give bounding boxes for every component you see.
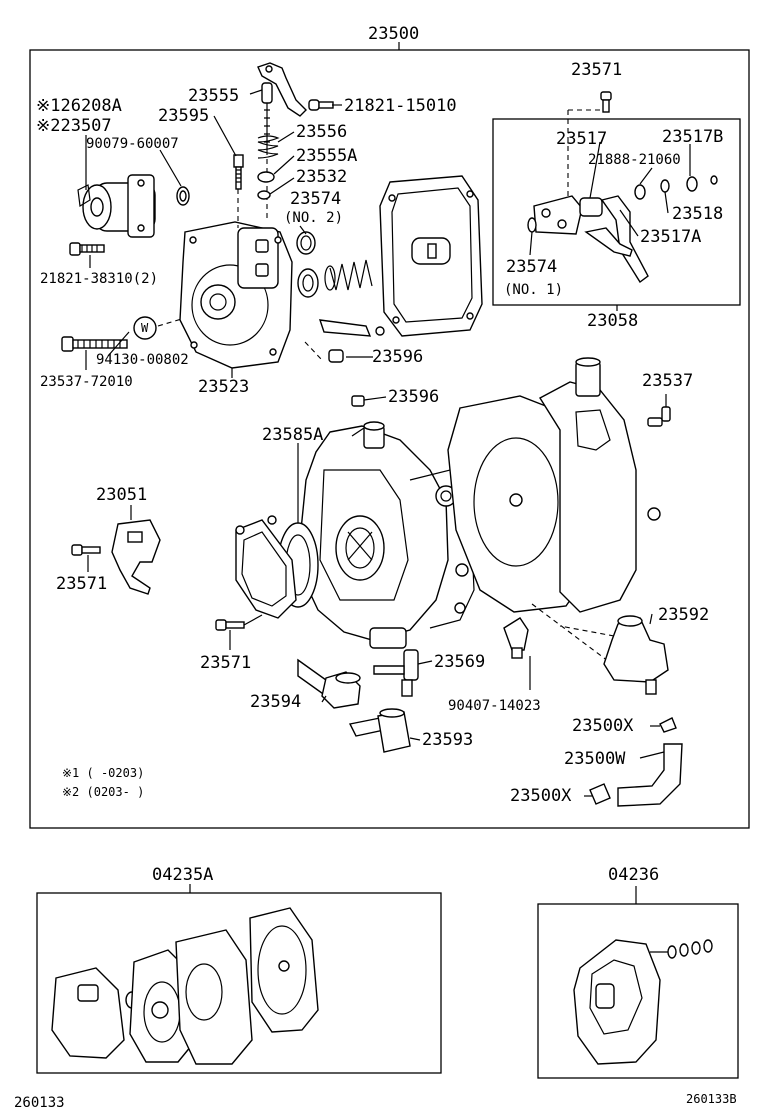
label-23555A: 23555A [296, 146, 357, 166]
fitting-23592 [603, 613, 669, 695]
diaphragm-cover-top [379, 175, 483, 337]
side-cover [235, 515, 297, 619]
o-ring-23532 [257, 190, 271, 200]
o-ring-90079 [159, 149, 190, 206]
label-23556: 23556 [296, 122, 347, 142]
rear-diaphragm [447, 395, 585, 613]
label-23517A: 23517A [640, 227, 701, 247]
label-26208A: ※126208A [36, 96, 122, 116]
spring-23556 [257, 135, 280, 159]
label-23585A: 23585A [262, 425, 323, 445]
bolt-23537-72010 [61, 336, 128, 370]
label-23537-72010: 23537-72010 [40, 374, 133, 390]
clip-23500X-a [659, 717, 677, 733]
label-23574-sub: 23574 [506, 257, 557, 277]
label-23571-top: 23571 [571, 60, 622, 80]
ref-code-left: 260133 [14, 1095, 65, 1111]
label-23517B: 23517B [662, 127, 723, 147]
bolt-23571-low [215, 614, 263, 650]
ref-code-right: 260133B [686, 1092, 737, 1106]
lever-bracket [257, 62, 307, 117]
label-21888-21060: 21888-21060 [588, 152, 681, 168]
plug-23596-b [351, 395, 365, 407]
label-23574-no2: (NO. 2) [284, 210, 343, 226]
note-2: ※2 (0203- ) [62, 785, 144, 799]
screw-23555 [261, 82, 273, 220]
label-21821-38310: 21821-38310(2) [40, 271, 158, 287]
label-23593: 23593 [422, 730, 473, 750]
label-23523: 23523 [198, 377, 249, 397]
label-23571-mid: 23571 [56, 574, 107, 594]
washer-w-label: W [141, 321, 149, 335]
sub-lever-assembly [527, 109, 649, 284]
spring-large [324, 259, 373, 291]
kit-04235A-parts [51, 907, 319, 1065]
washer-23555A [257, 171, 275, 183]
label-23592: 23592 [658, 605, 709, 625]
solenoid-valve [77, 135, 156, 238]
label-90079-60007: 90079-60007 [86, 136, 179, 152]
label-23500W: 23500W [564, 749, 626, 769]
label-23537: 23537 [642, 371, 693, 391]
o-ring-23574-no2 [296, 231, 316, 255]
plug-23596-a [328, 349, 344, 363]
bolt-23537 [647, 394, 671, 427]
bolt-23571-top [600, 91, 612, 113]
elbow-23593 [348, 708, 411, 753]
label-23500X-a: 23500X [572, 716, 634, 736]
label-23594: 23594 [250, 692, 301, 712]
label-23596-a: 23596 [372, 347, 423, 367]
label-23517: 23517 [556, 129, 607, 149]
label-90407-14023: 90407-14023 [448, 698, 541, 714]
main-assembly-frame [29, 49, 750, 829]
diaphragm-kit-frame [537, 903, 739, 1079]
label-23518: 23518 [672, 204, 723, 224]
label-21821-15010: 21821-15010 [344, 96, 457, 116]
bracket-23051 [111, 505, 161, 595]
seal-ring [297, 268, 319, 298]
bolt-23571-mid [71, 544, 101, 572]
label-23571-low: 23571 [200, 653, 251, 673]
label-23500X-b: 23500X [510, 786, 572, 806]
label-23507: ※223507 [36, 116, 112, 136]
label-23596-b: 23596 [388, 387, 439, 407]
label-23555: 23555 [188, 86, 239, 106]
label-assembly-23500: 23500 [368, 24, 419, 44]
bolt-21821-38310 [69, 242, 105, 268]
label-23569: 23569 [434, 652, 485, 672]
rear-cover [539, 357, 661, 613]
clip-23500X-b [589, 783, 611, 805]
label-23058: 23058 [587, 311, 638, 331]
label-kit-04236: 04236 [608, 865, 659, 885]
label-23532: 23532 [296, 167, 347, 187]
label-23574-no1: (NO. 1) [504, 282, 563, 298]
kit-04236-parts [573, 939, 713, 1065]
note-1: ※1 ( -0203) [62, 766, 144, 780]
hose-23500W [617, 743, 683, 807]
plunger [318, 319, 385, 337]
label-94130-00802: 94130-00802 [96, 352, 189, 368]
label-23051: 23051 [96, 485, 147, 505]
top-cover-23523 [179, 221, 293, 378]
washer-94130 [107, 316, 157, 357]
bolt-21821-15010 [308, 99, 334, 111]
jet-23595 [233, 154, 244, 228]
washers-23517B [634, 175, 718, 200]
label-23574: 23574 [290, 189, 341, 209]
gasket-kit-frame [36, 892, 442, 1074]
label-kit-04235A: 04235A [152, 865, 213, 885]
fitting-23569 [373, 649, 419, 697]
pipe-23594 [297, 658, 361, 709]
label-23595: 23595 [158, 106, 209, 126]
elbow-90407 [503, 617, 531, 690]
